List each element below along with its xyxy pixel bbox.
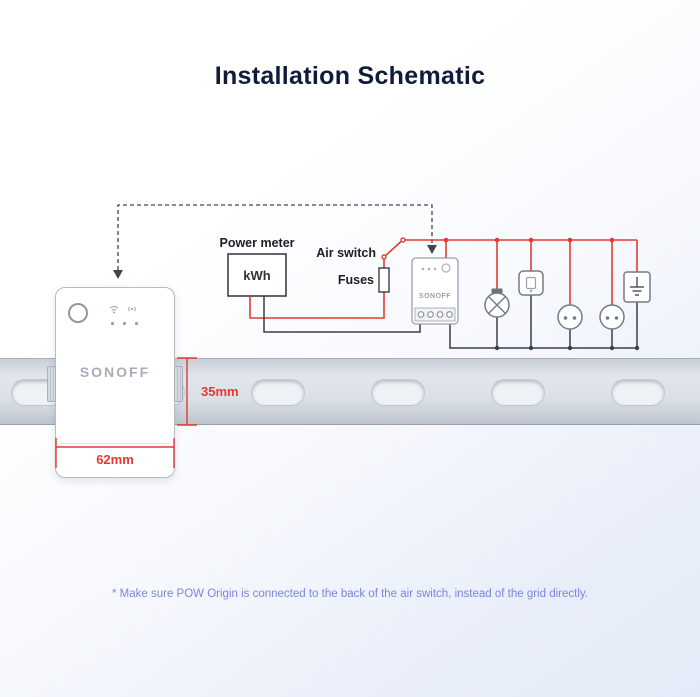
socket-icon — [599, 304, 625, 330]
device-brand-logo: SONOFF — [79, 364, 151, 380]
breaker-icon — [381, 237, 406, 260]
led-indicators — [111, 322, 138, 325]
ground-icon — [623, 271, 651, 303]
rail-clip-left — [47, 366, 56, 402]
rf-signal-icon — [128, 306, 136, 312]
arrow-down-icon — [427, 245, 437, 254]
power-meter: Power meter kWh — [219, 236, 295, 297]
bulb-icon — [484, 288, 510, 318]
air-switch-label: Air switch — [316, 246, 376, 260]
fuse-icon — [378, 267, 390, 293]
page-title: Installation Schematic — [214, 62, 486, 90]
arrow-down-icon — [113, 270, 123, 279]
dashed-connection — [113, 204, 437, 279]
mini-device-brand: SONOFF — [419, 293, 451, 300]
power-meter-label: Power meter — [219, 236, 294, 250]
footnote: * Make sure POW Origin is connected to t… — [112, 588, 588, 600]
mini-device: SONOFF — [411, 257, 459, 325]
rail-slot — [611, 379, 665, 406]
fuses-label: Fuses — [338, 273, 374, 287]
wifi-icon — [109, 305, 119, 314]
live-wires — [249, 237, 638, 319]
mini-device-button — [441, 263, 451, 273]
rail-clip-right — [174, 366, 183, 402]
device-button — [68, 303, 88, 323]
neutral-wires — [263, 295, 640, 351]
pow-origin-device: SONOFF — [47, 287, 183, 478]
meter-unit-label: kWh — [243, 268, 271, 283]
device-status-icons — [108, 304, 138, 314]
rail-slot — [371, 379, 425, 406]
rail-slot — [491, 379, 545, 406]
device-seam — [60, 443, 170, 444]
socket-icon — [557, 304, 583, 330]
wall-switch-icon — [518, 270, 544, 296]
rail-slot — [251, 379, 305, 406]
